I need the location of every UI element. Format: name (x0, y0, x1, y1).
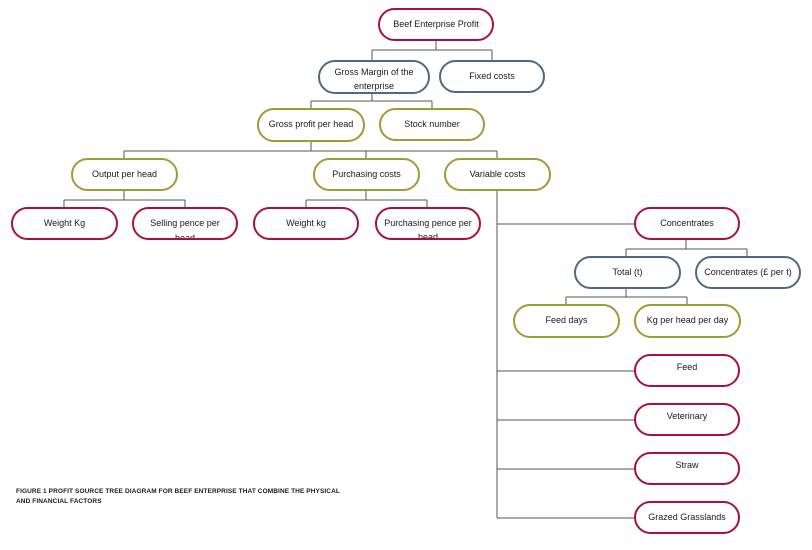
node-weight-kg-purchasing: Weight kg (253, 207, 359, 240)
node-output-per-head: Output per head (71, 158, 178, 191)
node-label: Weight kg (286, 218, 326, 228)
node-label: Selling pence per head (150, 218, 220, 240)
node-purchasing-pence-per-head: Purchasing pence per head (375, 207, 481, 240)
node-veterinary: Veterinary (634, 403, 740, 436)
node-label: Veterinary (666, 411, 708, 421)
node-kg-per-head-per-day: Kg per head per day (634, 304, 741, 338)
figure-caption: FIGURE 1 PROFIT SOURCE TREE DIAGRAM FOR … (16, 488, 340, 505)
node-label: Kg per head per day (646, 315, 729, 325)
node-label: Feed (676, 362, 698, 372)
node-stock-number: Stock number (379, 108, 485, 141)
node-label: Gross Margin of the enterprise (334, 67, 414, 91)
node-feed: Feed (634, 354, 740, 387)
node-weight-kg-output: Weight Kg (11, 207, 118, 240)
node-label: Stock number (404, 119, 460, 129)
node-label: Straw (675, 460, 699, 470)
node-beef-enterprise-profit: Beef Enterprise Profit (378, 8, 494, 41)
node-total-t: Total (t) (574, 256, 681, 289)
node-label: Gross profit per head (268, 119, 354, 129)
node-label: Purchasing costs (332, 169, 401, 179)
node-straw: Straw (634, 452, 740, 485)
node-variable-costs: Variable costs (444, 158, 551, 191)
node-feed-days: Feed days (513, 304, 620, 338)
node-label: Weight Kg (43, 218, 86, 228)
node-label: Grazed Grasslands (648, 512, 726, 522)
node-label: Variable costs (469, 169, 526, 179)
node-concentrates: Concentrates (634, 207, 740, 240)
node-grazed-grasslands: Grazed Grasslands (634, 501, 740, 534)
node-label: Concentrates (660, 218, 714, 228)
node-label: Fixed costs (469, 71, 515, 81)
node-concentrates-price: Concentrates (£ per t) (695, 256, 801, 289)
node-gross-profit-per-head: Gross profit per head (257, 108, 365, 142)
node-label: Output per head (91, 169, 158, 179)
node-label: Feed days (545, 315, 588, 325)
node-fixed-costs: Fixed costs (439, 60, 545, 93)
node-label: Beef Enterprise Profit (393, 19, 479, 29)
node-purchasing-costs: Purchasing costs (313, 158, 420, 191)
node-selling-pence-per-head: Selling pence per head (132, 207, 238, 240)
node-label: Concentrates (£ per t) (704, 267, 792, 277)
node-label: Total (t) (612, 267, 643, 277)
node-label: Purchasing pence per head (384, 218, 472, 240)
node-gross-margin: Gross Margin of the enterprise (318, 60, 430, 94)
